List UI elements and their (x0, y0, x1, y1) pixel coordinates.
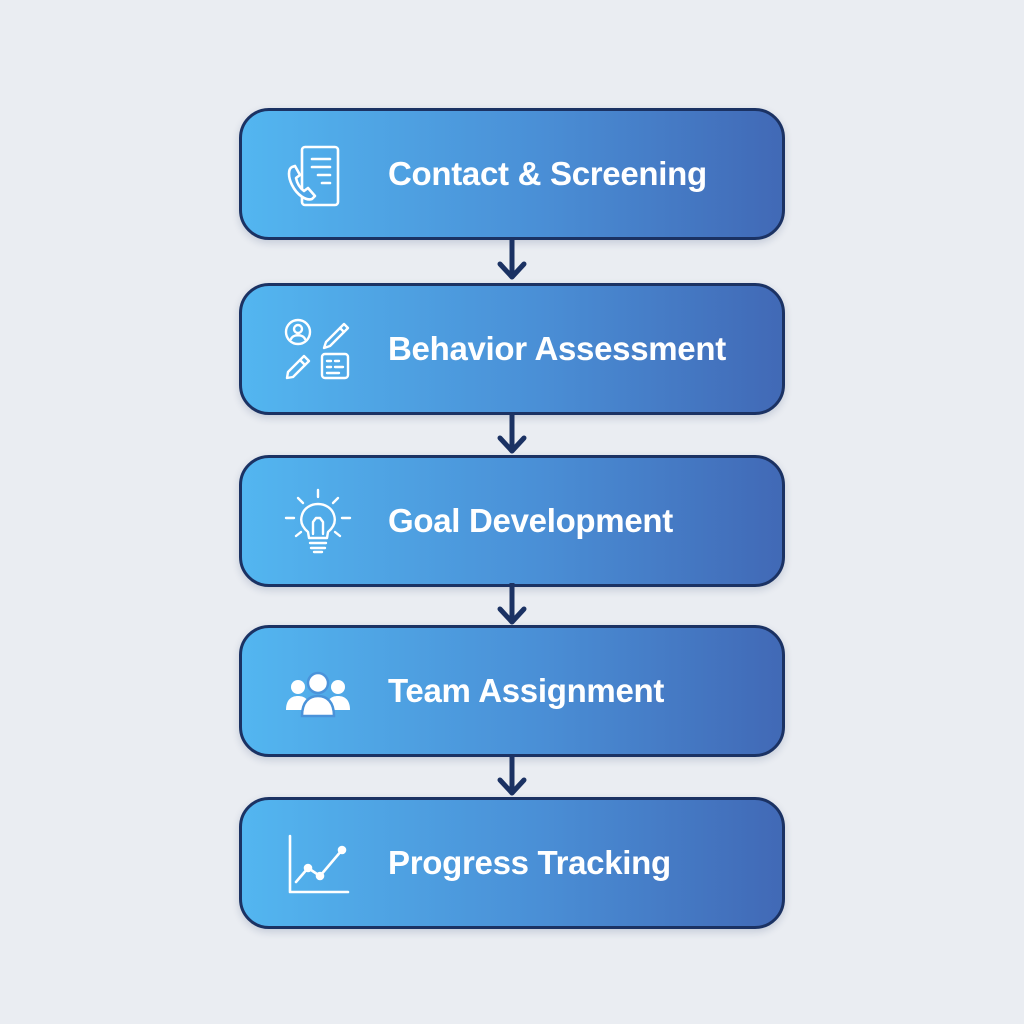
step-progress-tracking: Progress Tracking (239, 797, 785, 929)
step-label: Goal Development (388, 502, 673, 539)
step-team-assignment: Team Assignment (239, 625, 785, 757)
step-label: Team Assignment (388, 672, 665, 709)
step-label: Behavior Assessment (388, 330, 726, 367)
step-behavior-assessment: Behavior Assessment (239, 283, 785, 415)
step-goal-development: Goal Development (239, 455, 785, 587)
arrow-down-icon (494, 583, 530, 629)
team-group-icon (278, 654, 358, 734)
lightbulb-icon (278, 484, 358, 564)
arrow-down-icon (494, 754, 530, 800)
arrow-down-icon (494, 238, 530, 284)
assessment-tools-icon (278, 312, 358, 392)
step-label: Progress Tracking (388, 844, 671, 881)
step-label: Contact & Screening (388, 155, 707, 192)
step-contact-screening: Contact & Screening (239, 108, 785, 240)
line-chart-icon (278, 826, 358, 906)
arrow-down-icon (494, 412, 530, 458)
phone-document-icon (278, 137, 358, 217)
